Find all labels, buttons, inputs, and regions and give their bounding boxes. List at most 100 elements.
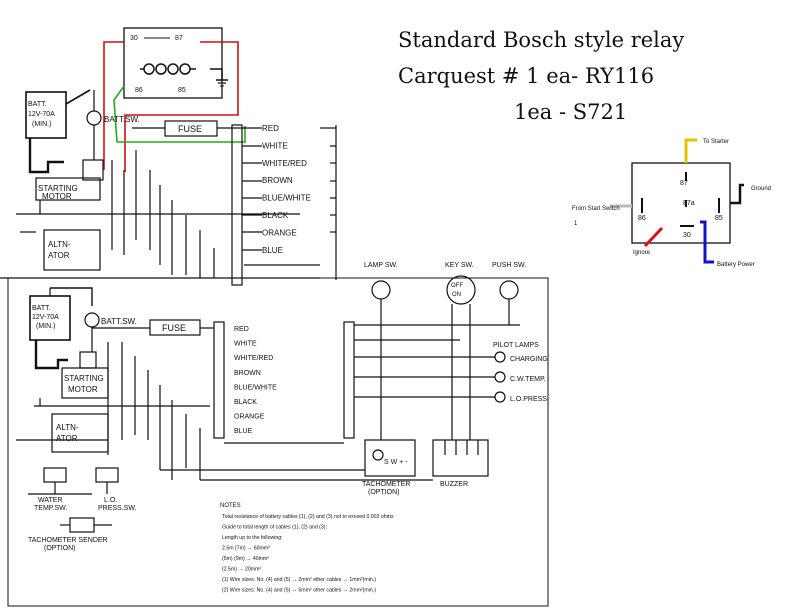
bottom-batt-sw-label: BATT.SW. xyxy=(101,317,137,326)
bottom-wire-label: WHITE xyxy=(234,341,257,348)
lamp-cw-temp xyxy=(494,371,506,383)
bottom-frame xyxy=(7,277,549,607)
lo-press-sw-label-2: PRESS.SW. xyxy=(98,505,137,512)
key-switch xyxy=(446,275,476,305)
top-wire-label: WHITE xyxy=(262,141,288,150)
top-wire-label: BLUE xyxy=(262,246,283,255)
relay-top-pin-86: 86 xyxy=(135,87,143,94)
top-batt-sw-label: BATT.SW. xyxy=(104,115,140,124)
notes-line: (2) Wire sizes: No. (4) and (5) → 5mm² o… xyxy=(222,588,376,594)
top-alternator xyxy=(43,229,101,271)
notes-line: Total resistance of battery cables (1), … xyxy=(222,514,394,520)
notes-line: 2.5m (7m) → 60mm² xyxy=(222,546,270,552)
lo-press-label: L.O.PRESS. xyxy=(510,396,549,403)
bottom-alt-label-1: ALTN- xyxy=(56,423,79,432)
top-battery xyxy=(25,91,67,139)
key-sw-off: OFF xyxy=(451,283,463,289)
notes-line: (1) Wire sizes: No. (4) and (5) → 2mm² o… xyxy=(222,577,376,583)
bottom-wire-labels: RED WHITE WHITE/RED BROWN BLUE/WHITE BLACK ORA… xyxy=(234,326,277,435)
bottom-batt-switch xyxy=(84,312,100,328)
relay-top xyxy=(123,27,228,99)
top-wire-label: ORANGE xyxy=(262,228,297,237)
water-temp-sender xyxy=(43,467,67,483)
tachometer-label-2: (OPTION) xyxy=(368,489,400,496)
tachometer-label-1: TACHOMETER xyxy=(362,481,410,488)
top-starter xyxy=(35,177,101,201)
bottom-batt-label-1: BATT. xyxy=(32,305,51,312)
water-temp-label-2: TEMP.SW. xyxy=(34,505,67,512)
bottom-wire-label: BLUE xyxy=(234,428,253,435)
top-batt-label-1: BATT. xyxy=(28,101,47,108)
bottom-wire-label: WHITE/RED xyxy=(234,355,273,362)
relay-pin-85: 85 xyxy=(715,215,723,222)
bottom-wire-label: BLUE/WHITE xyxy=(234,384,277,391)
buzzer-label: BUZZER xyxy=(440,481,468,488)
label-ignore: Ignore xyxy=(633,250,651,256)
lamp-sw-label: LAMP SW. xyxy=(364,262,398,269)
buzzer-box xyxy=(432,439,489,477)
bottom-terminal-strip-right xyxy=(343,321,355,439)
top-wire-label: RED xyxy=(262,124,279,133)
lamp-lo-press xyxy=(494,391,506,403)
bottom-alt-label-2: ATOR xyxy=(56,434,78,443)
notes-block: Total resistance of battery cables (1), … xyxy=(222,514,394,594)
relay-pin-30: 30 xyxy=(683,232,691,239)
bottom-batt-label-3: (MIN.) xyxy=(36,323,55,330)
relay-pin-87: 87 xyxy=(680,180,688,187)
bottom-starter-label-1: STARTING xyxy=(64,374,104,383)
top-batt-switch xyxy=(86,110,102,126)
lead-blue-battery xyxy=(700,220,714,264)
water-temp-label-1: WATER xyxy=(38,497,63,504)
lamp-switch xyxy=(371,280,391,300)
title-line-3: 1ea - S721 xyxy=(514,100,628,124)
top-fuse-label: FUSE xyxy=(178,124,202,134)
bottom-fuse-label: FUSE xyxy=(162,323,186,333)
top-batt-label-3: (MIN.) xyxy=(32,121,51,128)
label-start-switch: From Start Switch xyxy=(572,206,620,212)
key-sw-label: KEY SW. xyxy=(445,262,474,269)
relay-pin-86: 86 xyxy=(638,215,646,222)
label-ground: Ground xyxy=(751,186,771,192)
tachometer-meter xyxy=(372,449,384,461)
bottom-wire-label: ORANGE xyxy=(234,414,265,421)
top-starter-label-2: MOTOR xyxy=(42,192,72,201)
wire-red-relay-2 xyxy=(103,41,124,170)
key-sw-on: ON xyxy=(452,292,461,298)
bottom-batt-label-2: 12V-70A xyxy=(32,314,59,321)
pilot-lamps-label: PILOT LAMPS xyxy=(493,342,539,349)
push-switch xyxy=(499,280,519,300)
notes-title: NOTES xyxy=(220,503,241,509)
notes-line: Guide to total length of cables (1), (2)… xyxy=(222,525,327,531)
bottom-starter-term xyxy=(79,351,97,369)
relay-top-pin-85: 85 xyxy=(178,87,186,94)
lamp-charging xyxy=(494,351,506,363)
lo-press-sender xyxy=(95,467,119,483)
lead-ground xyxy=(730,183,744,205)
bottom-wire-label: BLACK xyxy=(234,399,257,406)
charging-label: CHARGING xyxy=(510,356,548,363)
title-line-2: Carquest # 1 ea- RY116 xyxy=(398,64,655,88)
notes-line: (2.5m) → 20mm² xyxy=(222,567,261,573)
top-starter-label-1: STARTING xyxy=(38,184,78,193)
top-wire-label: BROWN xyxy=(262,176,293,185)
top-wire-label: BLACK xyxy=(262,211,289,220)
lead-yellow-starter xyxy=(684,138,697,163)
lo-press-sw-label-1: L.O. xyxy=(104,497,117,504)
relay-pinout-body xyxy=(631,162,731,244)
bottom-wire-label: BROWN xyxy=(234,370,261,377)
tach-sender-label-1: TACHOMETER SENDER xyxy=(28,537,108,544)
relay-pin-87a: 87a xyxy=(683,200,695,207)
notes-line: (5m) (9m) → 40mm² xyxy=(222,556,269,562)
bottom-starter-label-2: MOTOR xyxy=(68,385,98,394)
bottom-terminal-strip-left xyxy=(213,321,225,439)
top-starter-term xyxy=(82,159,104,181)
bottom-wire-label: RED xyxy=(234,326,249,333)
notes-line: Length up to the following: xyxy=(222,535,283,541)
relay-top-pin-87: 87 xyxy=(175,35,183,42)
bottom-schematic xyxy=(7,275,549,607)
top-terminal-strip xyxy=(231,124,243,286)
relay-top-pin-30: 30 xyxy=(130,35,138,42)
wire-green-relay xyxy=(113,85,246,143)
tach-sender-label-2: (OPTION) xyxy=(44,545,76,552)
